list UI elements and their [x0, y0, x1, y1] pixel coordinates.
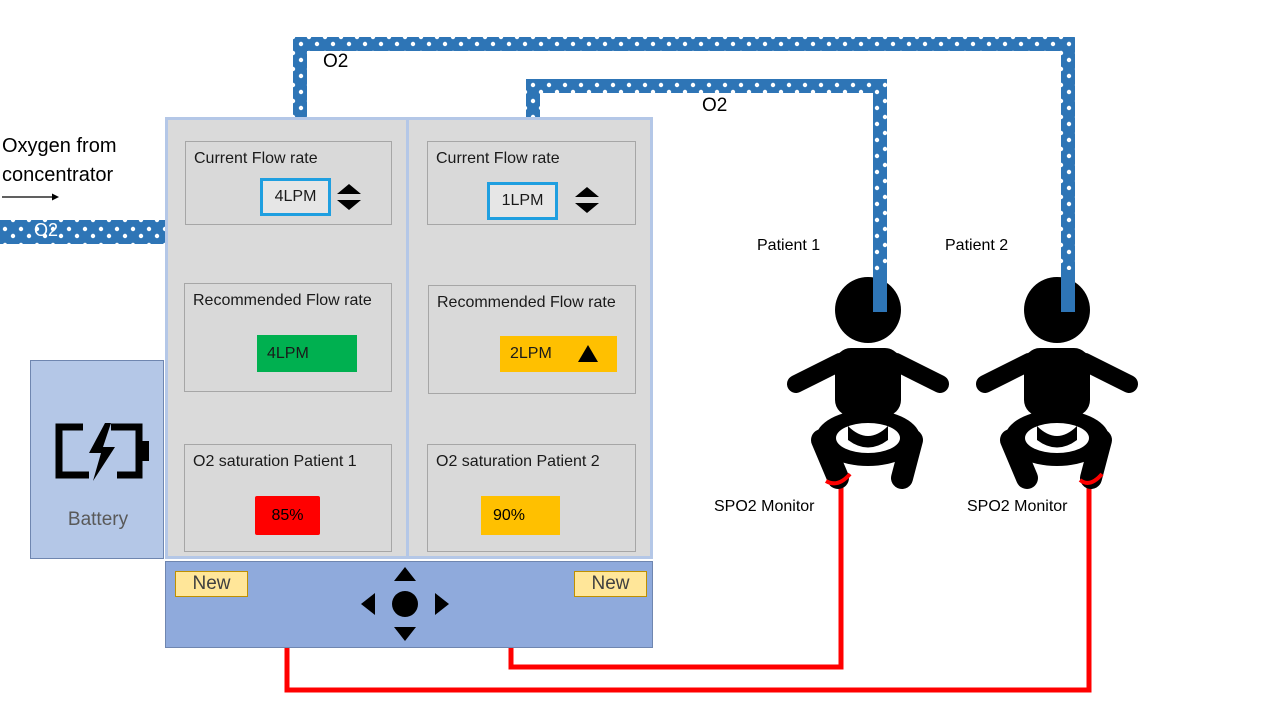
recommended-flow-value-patient-1: 4LPM — [257, 335, 357, 372]
recommended-flow-value-patient-2: 2LPM — [500, 336, 617, 372]
oxygen-tube-patient-2 — [293, 37, 1075, 310]
triangle-up-icon — [578, 345, 598, 362]
inlet-tube — [0, 220, 166, 244]
tube-gas-label-1: O2 — [323, 51, 349, 72]
dpad-center-icon[interactable] — [392, 591, 418, 617]
o2-saturation-title: O2 saturation Patient 1 — [193, 453, 357, 470]
current-flow-value-patient-2[interactable]: 1LPM — [487, 182, 558, 220]
spo2-monitor-label-patient-2: SPO2 Monitor — [967, 498, 1068, 515]
sensor-wire-patient-2 — [284, 480, 1092, 693]
current-flow-title: Current Flow rate — [194, 150, 318, 167]
battery-panel: Battery — [30, 360, 164, 559]
o2-saturation-title: O2 saturation Patient 2 — [436, 453, 600, 470]
patient-2-label: Patient 2 — [945, 237, 1009, 254]
new-patient-1-button[interactable]: New — [175, 571, 248, 597]
current-flow-card-patient-1: Current Flow rate 4LPM — [185, 141, 392, 225]
oxygen-tube-patient-1 — [526, 79, 887, 312]
o2-saturation-card-patient-1: O2 saturation Patient 1 85% — [184, 444, 392, 552]
battery-charging-icon — [55, 423, 149, 481]
current-flow-title: Current Flow rate — [436, 150, 560, 167]
flow-adjust-arrows-icon[interactable] — [573, 185, 601, 215]
dpad-up-icon[interactable] — [394, 567, 416, 581]
current-flow-card-patient-2: Current Flow rate 1LPM — [427, 141, 636, 225]
recommended-flow-title: Recommended Flow rate — [193, 292, 372, 309]
current-flow-value-patient-1[interactable]: 4LPM — [260, 178, 331, 216]
nasal-cannula-patient-2 — [1061, 272, 1075, 312]
baby-icon-patient-2 — [976, 277, 1138, 489]
recommended-flow-card-patient-1: Recommended Flow rate 4LPM — [184, 283, 392, 392]
recommended-flow-title: Recommended Flow rate — [437, 294, 616, 311]
device-divider — [406, 120, 409, 556]
o2-saturation-value-patient-1: 85% — [255, 496, 320, 535]
recommended-flow-card-patient-2: Recommended Flow rate 2LPM — [428, 285, 636, 394]
dpad-down-icon[interactable] — [394, 627, 416, 641]
spo2-monitor-label-patient-1: SPO2 Monitor — [714, 498, 815, 515]
o2-saturation-value-patient-2: 90% — [481, 496, 560, 535]
sensor-wire-patient-1 — [508, 480, 844, 670]
dpad-icon[interactable] — [358, 565, 452, 643]
o2-saturation-card-patient-2: O2 saturation Patient 2 90% — [427, 444, 636, 552]
new-patient-2-button[interactable]: New — [574, 571, 647, 597]
nasal-cannula-patient-1 — [873, 272, 887, 312]
inlet-label-line-1: Oxygen from — [2, 135, 117, 157]
dpad-right-icon[interactable] — [435, 593, 449, 615]
baby-icon-patient-1 — [787, 277, 949, 489]
inlet-gas-label: O2 — [34, 220, 59, 240]
inlet-label-line-2: concentrator — [2, 164, 114, 186]
recommended-flow-value-text: 2LPM — [510, 345, 552, 362]
battery-label: Battery — [67, 509, 129, 530]
inlet-arrow — [2, 193, 59, 201]
tube-gas-label-2: O2 — [702, 95, 728, 116]
control-panel: New New — [165, 561, 653, 648]
patient-1-label: Patient 1 — [757, 237, 821, 254]
flow-adjust-arrows-icon[interactable] — [335, 182, 363, 212]
dpad-left-icon[interactable] — [361, 593, 375, 615]
